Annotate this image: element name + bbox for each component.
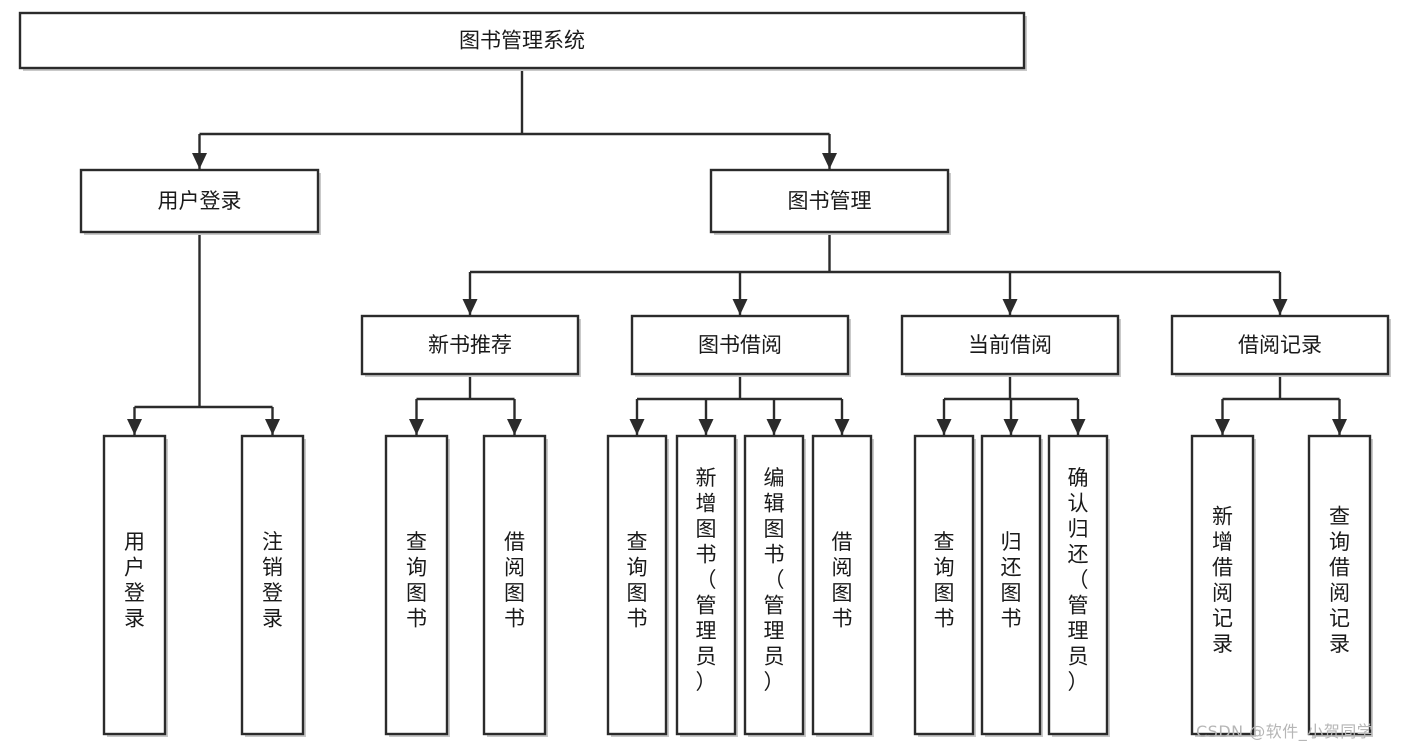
node-leaf-query-record[interactable]: 查询借阅记录 <box>1307 434 1373 737</box>
node-borrow-record[interactable]: 借阅记录 <box>1170 314 1391 377</box>
node-root-root[interactable]: 图书管理系统 <box>18 11 1027 71</box>
node-leaf-user-login[interactable]: 用户登录 <box>102 434 168 737</box>
node-leaf-edit-book[interactable]: 编辑图书（管理员） <box>743 434 806 737</box>
node-label: 确认归还（管理员） <box>1068 466 1089 694</box>
node-label: 查询图书 <box>627 530 648 631</box>
node-leaf-logout[interactable]: 注销登录 <box>240 434 306 737</box>
node-leaf-add-record[interactable]: 新增借阅记录 <box>1190 434 1256 737</box>
connectors-layer <box>127 68 1347 435</box>
node-book-management[interactable]: 图书管理 <box>709 168 951 235</box>
node-leaf-confirm-return[interactable]: 确认归还（管理员） <box>1047 434 1110 737</box>
node-label: 查询图书 <box>406 530 427 631</box>
node-label: 借阅图书 <box>832 530 853 631</box>
node-label: 借阅记录 <box>1238 333 1322 357</box>
node-label: 编辑图书（管理员） <box>764 466 785 694</box>
node-leaf-query-book-2[interactable]: 查询图书 <box>606 434 669 737</box>
node-new-book-recommend[interactable]: 新书推荐 <box>360 314 581 377</box>
node-label: 用户登录 <box>124 530 145 631</box>
node-label: 用户登录 <box>158 189 242 213</box>
node-leaf-query-book-1[interactable]: 查询图书 <box>384 434 450 737</box>
node-book-borrow[interactable]: 图书借阅 <box>630 314 851 377</box>
node-label: 新增借阅记录 <box>1212 504 1233 656</box>
node-current-borrow[interactable]: 当前借阅 <box>900 314 1121 377</box>
node-label: 借阅图书 <box>504 530 525 631</box>
node-label: 新书推荐 <box>428 333 512 357</box>
node-label: 归还图书 <box>1001 530 1022 631</box>
node-leaf-borrow-book-1[interactable]: 借阅图书 <box>482 434 548 737</box>
node-label: 图书管理 <box>788 189 872 213</box>
node-leaf-return-book[interactable]: 归还图书 <box>980 434 1043 737</box>
nodes-layer: 图书管理系统用户登录图书管理新书推荐图书借阅当前借阅借阅记录用户登录注销登录查询… <box>18 11 1391 737</box>
node-label: 图书借阅 <box>698 333 782 357</box>
node-label: 当前借阅 <box>968 333 1052 357</box>
node-label: 注销登录 <box>262 530 283 631</box>
node-user-login[interactable]: 用户登录 <box>79 168 321 235</box>
node-leaf-borrow-book-2[interactable]: 借阅图书 <box>811 434 874 737</box>
node-label: 新增图书（管理员） <box>696 466 717 694</box>
node-label: 查询图书 <box>934 530 955 631</box>
node-leaf-add-book[interactable]: 新增图书（管理员） <box>675 434 738 737</box>
node-leaf-query-book-3[interactable]: 查询图书 <box>913 434 976 737</box>
node-label: 图书管理系统 <box>459 29 585 53</box>
node-label: 查询借阅记录 <box>1329 504 1350 656</box>
